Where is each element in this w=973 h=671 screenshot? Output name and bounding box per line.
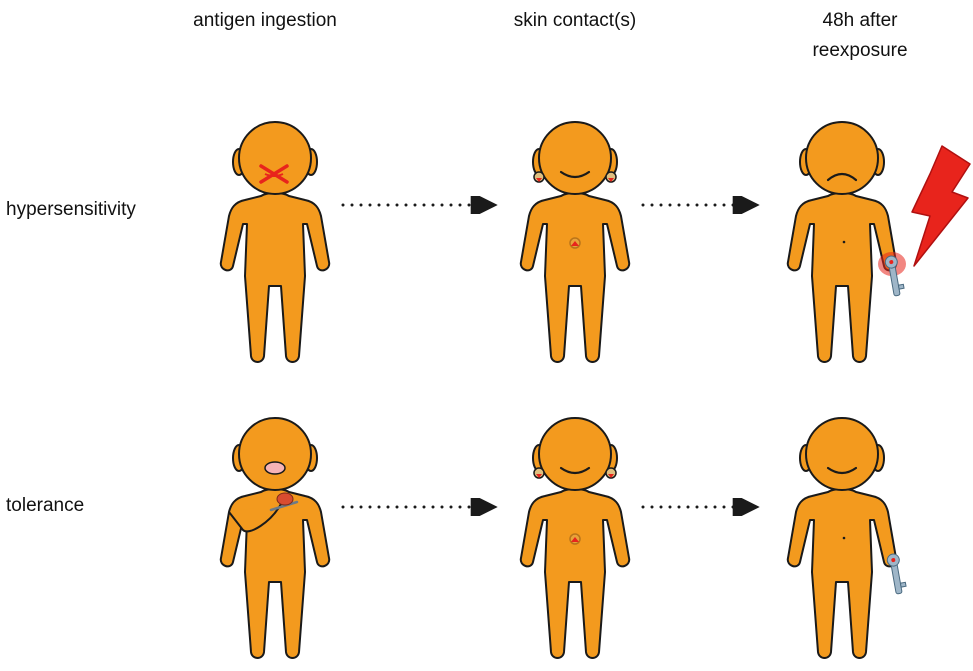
column-header-contact: skin contact(s) [475, 8, 675, 34]
open-mouth [265, 462, 285, 474]
row-label-tolerance: tolerance [6, 494, 84, 518]
lightning-bolt-icon [912, 146, 970, 266]
nickel-key-icon [886, 553, 907, 595]
belt-buckle-icon [570, 238, 580, 248]
figure-tolerance-contact [515, 412, 635, 662]
figure-hypersensitivity-reexposure [782, 116, 972, 366]
arrow-tolerance-1 [335, 498, 510, 516]
arrow-hypersensitivity-2 [635, 196, 770, 214]
column-header-ingestion: antigen ingestion [160, 8, 370, 34]
arrow-hypersensitivity-1 [335, 196, 510, 214]
figure-hypersensitivity-ingestion [215, 116, 335, 366]
row-label-hypersensitivity: hypersensitivity [6, 198, 136, 222]
arrow-tolerance-2 [635, 498, 770, 516]
column-header-reexposure-line1: 48h after [770, 8, 950, 34]
figure-hypersensitivity-contact [515, 116, 635, 366]
figure-tolerance-reexposure [782, 412, 972, 662]
column-header-reexposure-line2: reexposure [770, 38, 950, 64]
belt-buckle-icon [570, 534, 580, 544]
figure-tolerance-ingestion [215, 412, 335, 662]
